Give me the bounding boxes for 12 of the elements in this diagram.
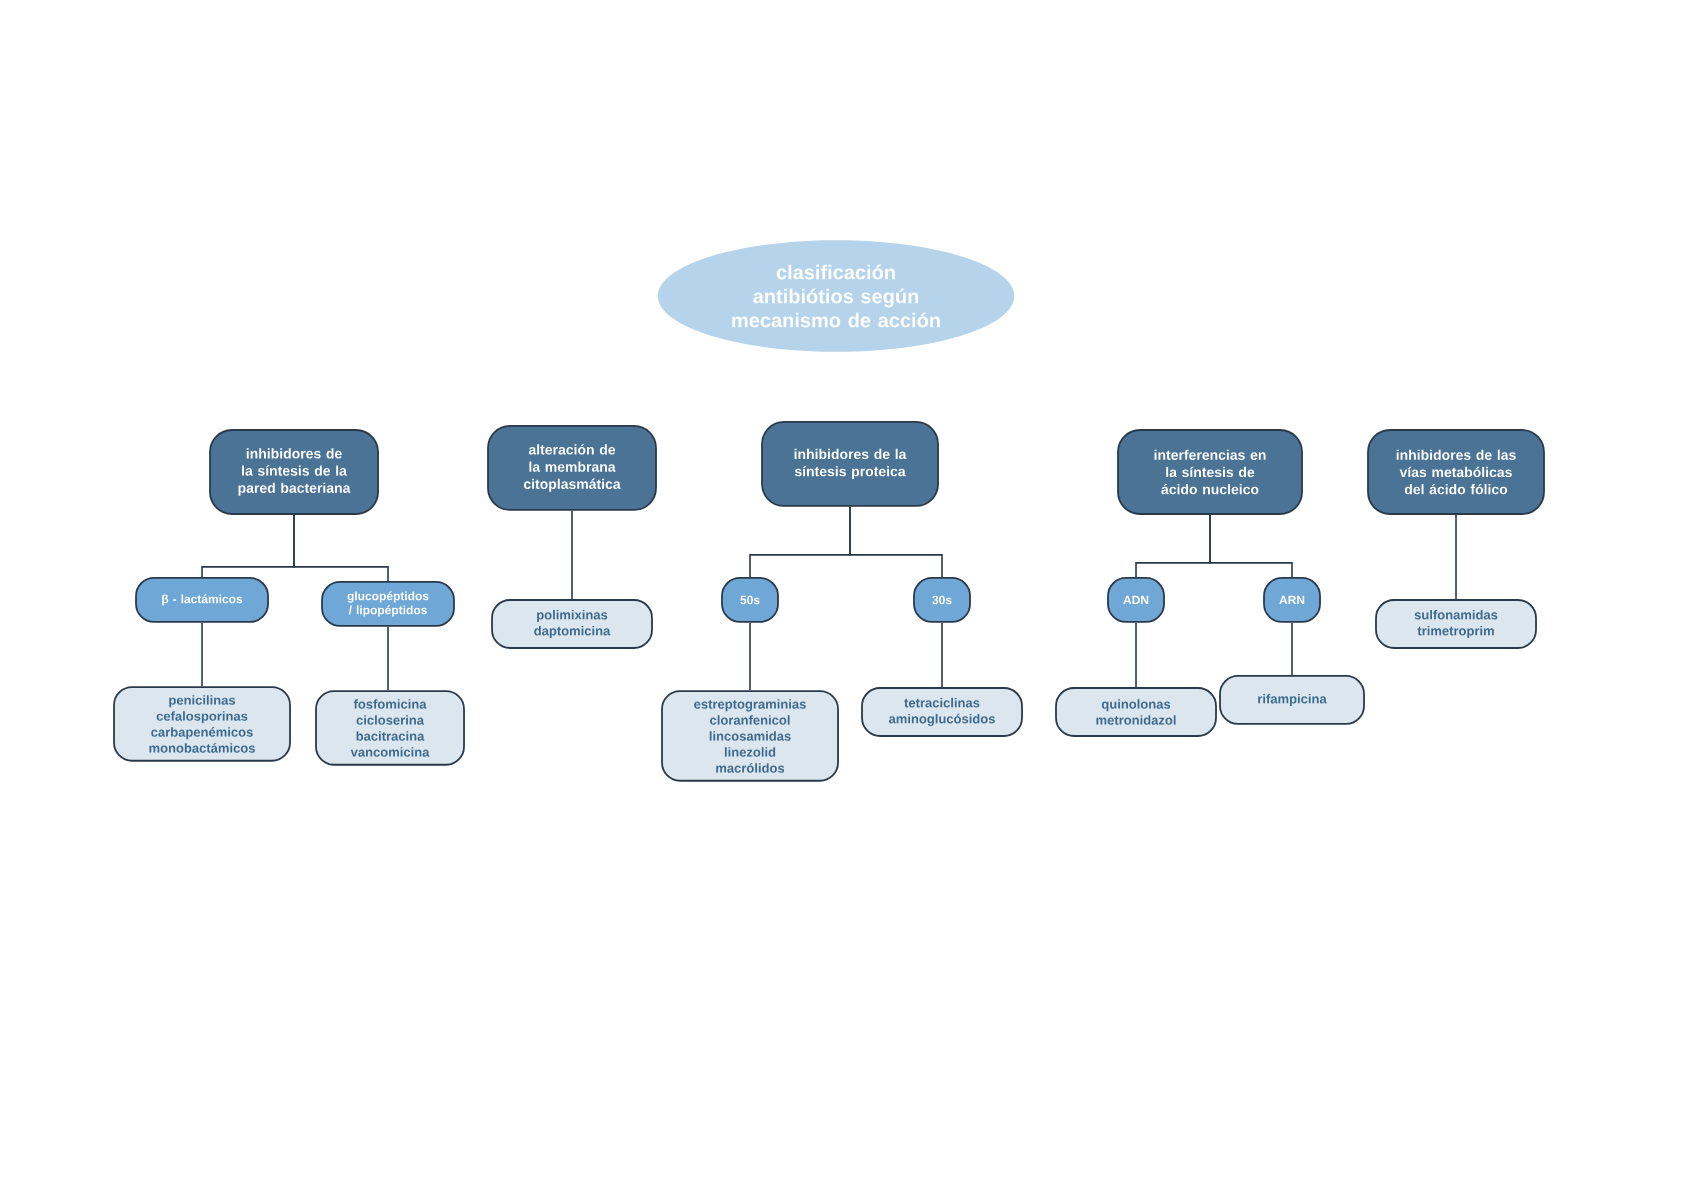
title-cloud: clasificación antibiótios según mecanismo de acción <box>657 240 1015 352</box>
connector-line <box>1455 514 1457 600</box>
connector-line <box>201 622 203 688</box>
connector-line <box>1209 514 1293 578</box>
connector-line <box>571 510 573 600</box>
connector-line <box>1135 622 1137 688</box>
connector-line <box>749 622 751 692</box>
connector-line <box>941 622 943 688</box>
connector-line <box>849 506 943 578</box>
connector-line <box>293 514 389 582</box>
connector-line <box>1291 622 1293 676</box>
connector-line <box>387 626 389 692</box>
